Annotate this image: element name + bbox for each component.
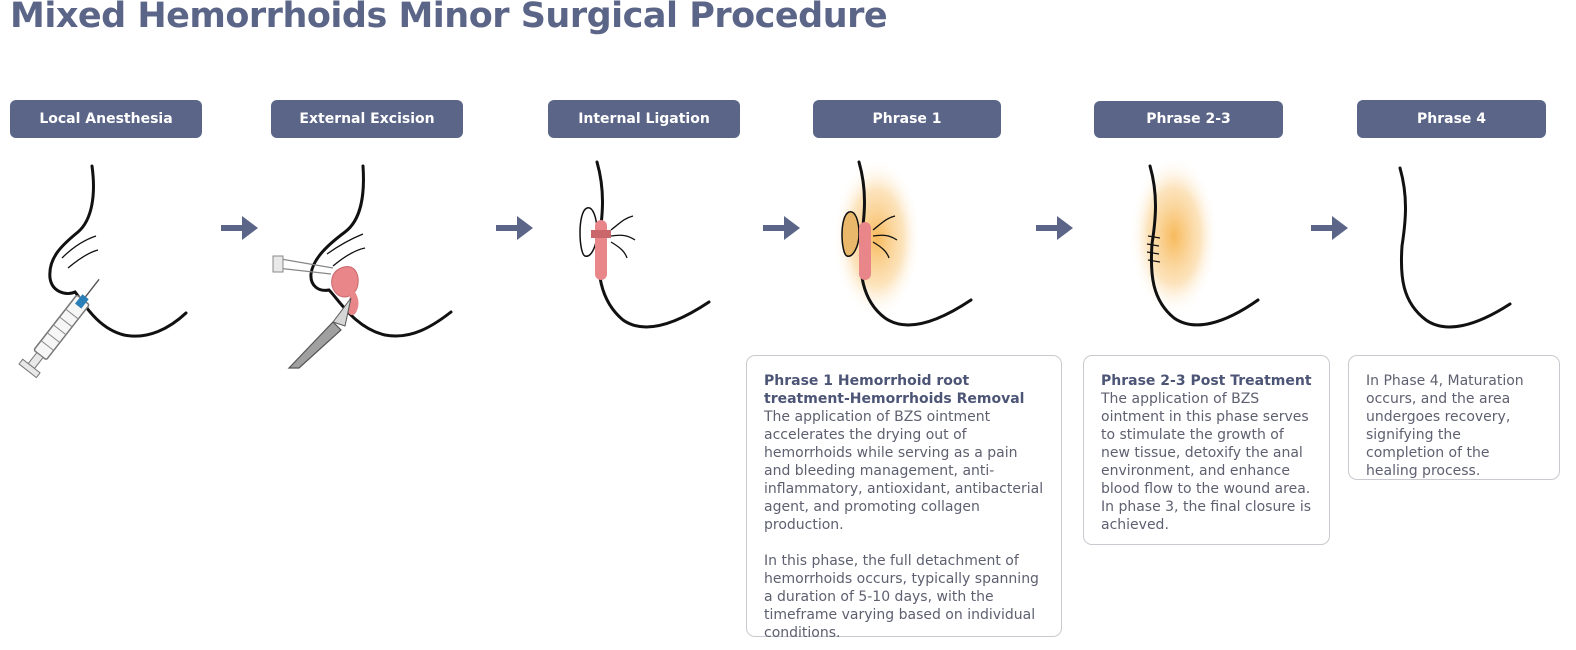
stage-label-phase-1: Phrase 1 xyxy=(813,100,1001,138)
page-title: Mixed Hemorrhoids Minor Surgical Procedu… xyxy=(10,0,888,36)
stage-label-phase-4: Phrase 4 xyxy=(1357,100,1546,138)
phase-1-description-box: Phrase 1 Hemorrhoid root treatment-Hemor… xyxy=(746,355,1062,641)
phase-2-3-description-text: The application of BZS ointment in this … xyxy=(1101,391,1312,533)
stage-label-local-anesthesia: Local Anesthesia xyxy=(10,100,202,138)
stage-label-external-excision: External Excision xyxy=(271,100,463,138)
phase-2-3-description-box: Phrase 2-3 Post Treatment The applicatio… xyxy=(1083,355,1330,545)
stage-label-phase-2-3: Phrase 2-3 xyxy=(1094,101,1283,138)
arrow-right-icon xyxy=(1311,216,1348,240)
ointment-glow-icon xyxy=(833,158,973,327)
phase-1-description-text: The application of BZS ointment accelera… xyxy=(764,409,1044,533)
arrow-right-icon xyxy=(221,216,258,240)
ointment-glow-icon xyxy=(1130,156,1260,327)
healed-outline-icon xyxy=(1398,166,1512,329)
phase-4-description-text: In Phase 4, Maturation occurs, and the a… xyxy=(1366,373,1524,479)
arrow-right-icon xyxy=(1036,216,1073,240)
phase-4-description-box: In Phase 4, Maturation occurs, and the a… xyxy=(1348,355,1560,480)
arrow-right-icon xyxy=(763,216,800,240)
scalpel-icon xyxy=(272,164,453,369)
stage-label-internal-ligation: Internal Ligation xyxy=(548,100,740,138)
phase-2-3-description-heading: Phrase 2-3 Post Treatment xyxy=(1101,373,1312,389)
ligature-icon xyxy=(579,160,711,329)
arrow-right-icon xyxy=(496,216,533,240)
phase-1-duration-text: In this phase, the full detachment of he… xyxy=(764,553,1039,641)
syringe-icon xyxy=(18,164,188,379)
phase-1-description-heading: Phrase 1 Hemorrhoid root treatment-Hemor… xyxy=(764,373,1025,407)
